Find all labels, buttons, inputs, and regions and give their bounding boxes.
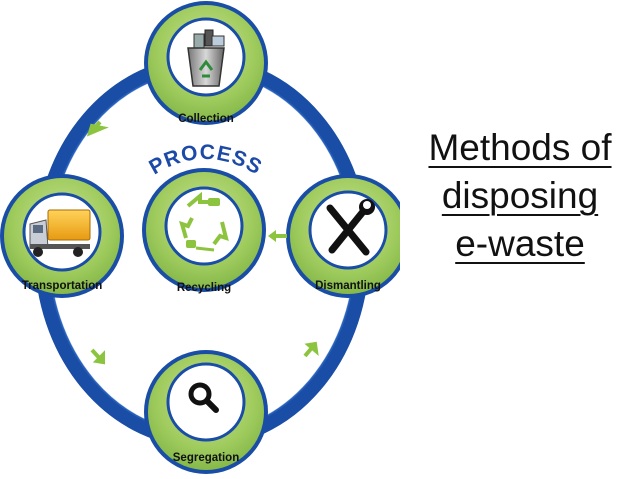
title-line-3: e-waste [455,223,585,264]
node-label-segregation: Segregation [173,452,239,464]
title-line-1: Methods of [428,127,612,168]
flow-arrow-icon [303,341,319,358]
magnifier-icon [188,382,219,413]
truck-icon [29,209,91,257]
node-segregation: Segregation [144,350,268,474]
flow-arrow-icon [86,120,109,137]
node-collection: Collection [144,1,268,125]
node-label-transportation: Transportation [22,280,103,292]
node-transportation: Transportation [0,174,124,298]
recycling-plug-icon [179,191,229,252]
node-label-collection: Collection [178,113,234,125]
recycle-bin-icon [187,29,225,87]
node-label-recycling: Recycling [177,282,231,294]
page-title: Methods of disposing e-waste [402,124,638,268]
process-diagram: Collection Transportation Recycling [0,1,400,474]
title-line-2: disposing [441,175,599,216]
node-recycling: Recycling [142,168,266,294]
node-dismantling: Dismantling [286,174,400,298]
flow-arrow-icon [90,348,105,365]
connector-arrow-icon [268,230,287,242]
tools-icon [326,199,375,256]
node-label-dismantling: Dismantling [315,280,381,292]
